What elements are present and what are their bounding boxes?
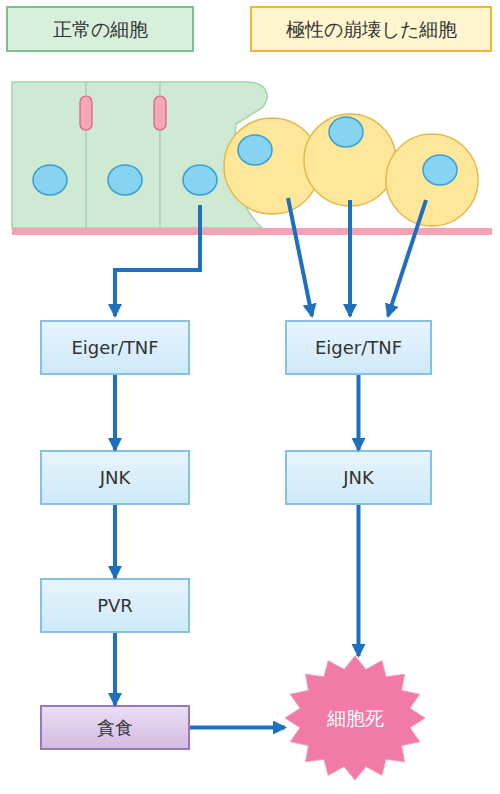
node-label: PVR	[97, 595, 133, 617]
cell-type-label: 極性の崩壊した細胞	[250, 6, 492, 52]
molecule-box: JNK	[285, 450, 432, 505]
flow-arrow	[190, 726, 285, 730]
nucleus	[108, 165, 142, 195]
signal-arrow	[388, 200, 426, 316]
node-label: 正常の細胞	[53, 18, 148, 41]
molecule-box: Eiger/TNF	[285, 320, 432, 375]
molecule-box: Eiger/TNF	[40, 320, 190, 375]
polarity-lost-cell	[304, 114, 396, 206]
node-label: Eiger/TNF	[71, 337, 158, 359]
flow-arrow	[357, 375, 361, 450]
signal-arrow	[288, 198, 312, 316]
flow-arrow	[113, 375, 117, 450]
process-box: 貪食	[40, 705, 190, 750]
polarity-lost-cell	[386, 134, 478, 226]
tight-junction	[80, 96, 92, 130]
signal-arrow	[348, 200, 352, 316]
normal-cells	[12, 82, 160, 228]
signal-arrow	[115, 205, 200, 316]
nucleus	[329, 117, 363, 147]
flow-arrow	[113, 505, 117, 578]
node-label: Eiger/TNF	[315, 337, 402, 359]
nucleus	[423, 155, 457, 185]
nucleus	[238, 135, 272, 165]
node-label: 貪食	[97, 717, 133, 739]
nucleus	[183, 165, 217, 195]
node-label: JNK	[100, 467, 131, 489]
flow-arrow	[357, 505, 361, 656]
basement-membrane	[12, 228, 492, 235]
node-label: 細胞死	[327, 707, 384, 730]
node-label: JNK	[343, 467, 374, 489]
molecule-box: JNK	[40, 450, 190, 505]
cell-type-label: 正常の細胞	[6, 6, 194, 52]
tight-junction	[154, 96, 166, 130]
nucleus	[33, 165, 67, 195]
outcome-starburst: 細胞死	[285, 656, 425, 780]
molecule-box: PVR	[40, 578, 190, 633]
node-label: 極性の崩壊した細胞	[286, 18, 457, 41]
starburst-outline	[285, 656, 425, 780]
flow-arrow	[113, 633, 117, 705]
